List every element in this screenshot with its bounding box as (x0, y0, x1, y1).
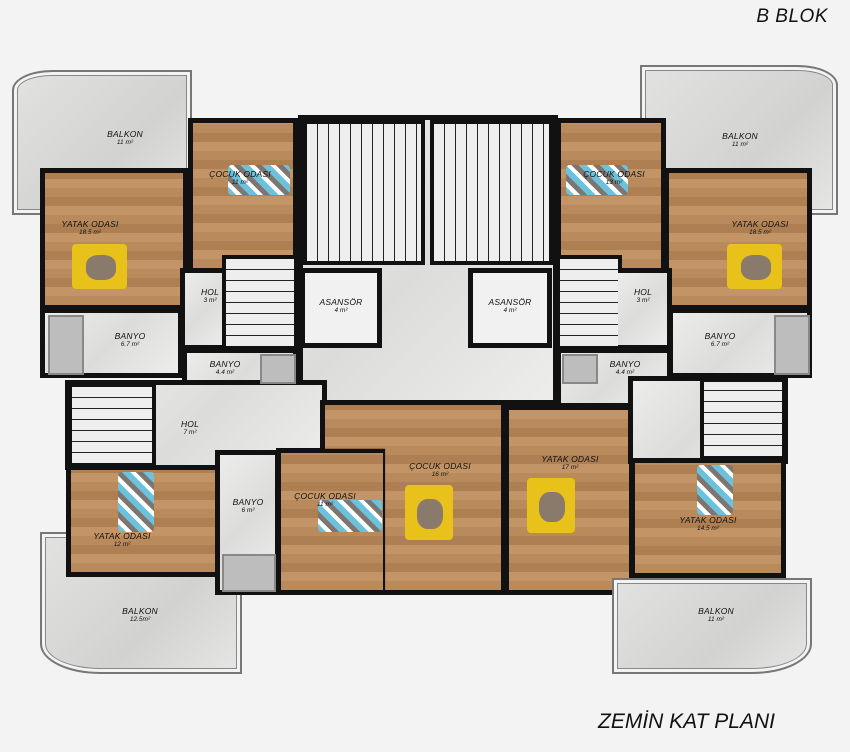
stairs-top-left (222, 255, 298, 350)
stairs-bottom-right (700, 378, 786, 460)
room-asansor-left (300, 268, 382, 348)
shower-icon (222, 554, 276, 592)
bed-icon (405, 485, 453, 540)
bed-icon (318, 500, 382, 532)
bathtub-icon (48, 315, 84, 375)
bed-icon (118, 472, 154, 532)
bed-icon (727, 244, 782, 289)
room-hol-top-right (618, 268, 672, 350)
plan-title: ZEMİN KAT PLANI (598, 710, 775, 733)
stairs-core-right (430, 120, 553, 265)
bathtub-icon (774, 315, 810, 375)
bed-icon (72, 244, 127, 289)
shower-icon (562, 354, 598, 384)
room-yatak-top-right (664, 168, 812, 310)
shower-icon (260, 354, 296, 384)
room-yatak-bottom-right (630, 458, 786, 578)
room-hol-top-left (180, 268, 228, 350)
room-cocuk-top-right (556, 118, 666, 273)
bed-icon (527, 478, 575, 533)
bed-icon (697, 465, 733, 515)
room-cocuk-top-left (188, 118, 298, 273)
stairs-bottom-left (68, 383, 156, 467)
bed-icon (566, 165, 628, 195)
stairs-top-right (556, 255, 622, 350)
room-asansor-right (468, 268, 552, 348)
bed-icon (228, 165, 290, 195)
room-balkon-bottom-right (612, 578, 812, 674)
block-title: B BLOK (756, 6, 828, 27)
stairs-core-left (303, 120, 425, 265)
